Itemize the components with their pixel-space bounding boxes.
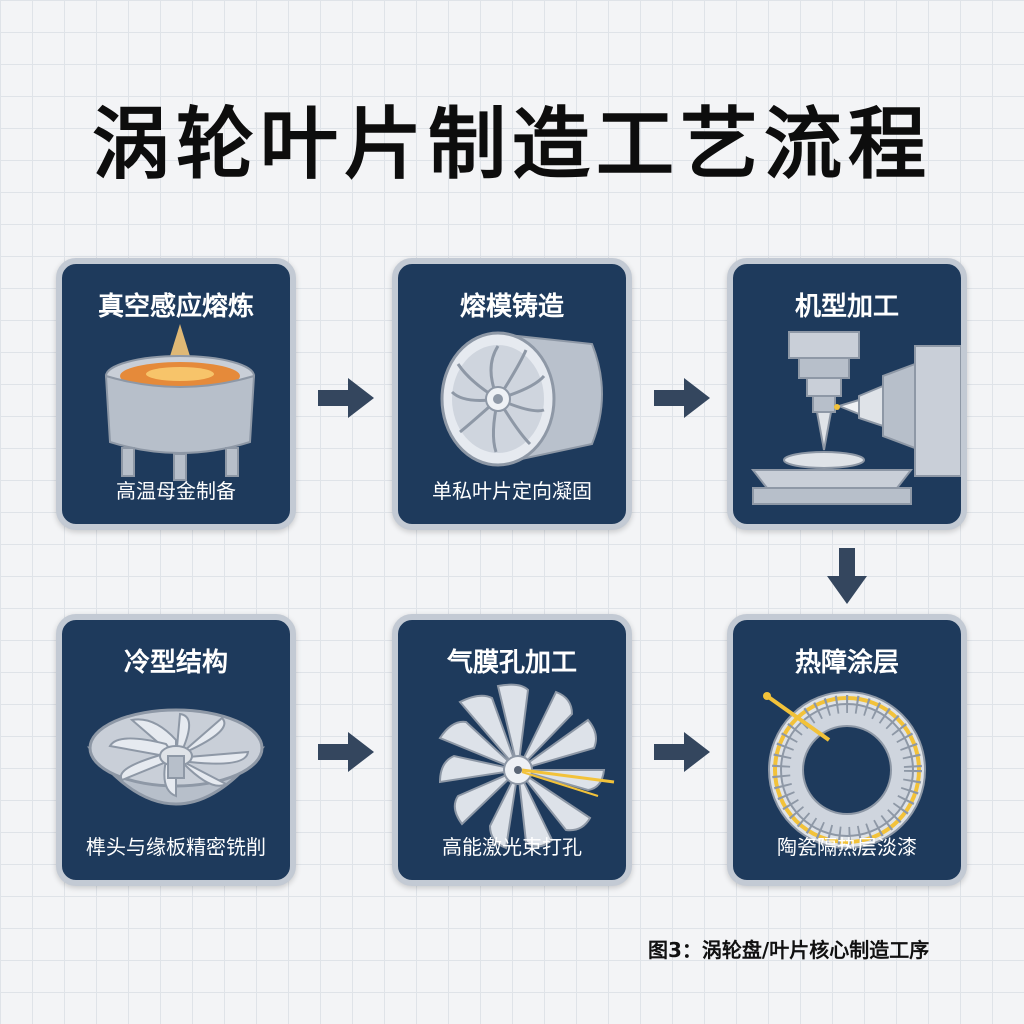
step-subtitle: 榫头与缘板精密铣削 (86, 835, 266, 859)
step-subtitle: 陶瓷隔热层淡漆 (777, 835, 917, 859)
step-subtitle: 单私叶片定向凝固 (432, 479, 592, 503)
step-subtitle: 高能激光束打孔 (442, 835, 582, 859)
step-card-film-hole: 气膜孔加工 高能激光束打孔 (392, 614, 632, 886)
laser-fan-icon (438, 683, 615, 850)
step-title: 热障涂层 (794, 648, 899, 678)
page-title: 涡轮叶片制造工艺流程 (91, 100, 932, 190)
arrow-right-icon (654, 732, 710, 772)
arrow-right-icon (654, 378, 710, 418)
step-subtitle: 高温母金制备 (116, 479, 236, 503)
turbine-casing-icon (440, 331, 603, 467)
coated-ring-icon (763, 691, 926, 849)
step-title: 冷型结构 (123, 648, 228, 678)
step-card-vacuum-melting: 真空感应熔炼 高温母金制备 (56, 258, 296, 530)
cnc-machine-icon (750, 331, 961, 505)
step-title: 真空感应熔炼 (97, 292, 254, 322)
step-title: 气膜孔加工 (446, 648, 577, 678)
step-title: 熔模铸造 (459, 292, 564, 322)
arrow-right-icon (318, 732, 374, 772)
step-card-machining: 机型加工 (727, 258, 967, 530)
step-card-investment-casting: 熔模铸造 单私叶片定向凝固 (392, 258, 632, 530)
step-card-cooling-structure: 冷型结构 榫头与缘板精密铣削 (56, 614, 296, 886)
arrow-down-icon (827, 548, 867, 604)
turbine-bowl-icon (86, 708, 266, 806)
step-card-thermal-barrier: 热障涂层 陶瓷隔热层淡漆 (727, 614, 967, 886)
step-title: 机型加工 (794, 292, 899, 322)
figure-caption: 图3：涡轮盘/叶片核心制造工序 (648, 938, 930, 962)
crucible-icon (104, 324, 256, 481)
arrow-right-icon (318, 378, 374, 418)
